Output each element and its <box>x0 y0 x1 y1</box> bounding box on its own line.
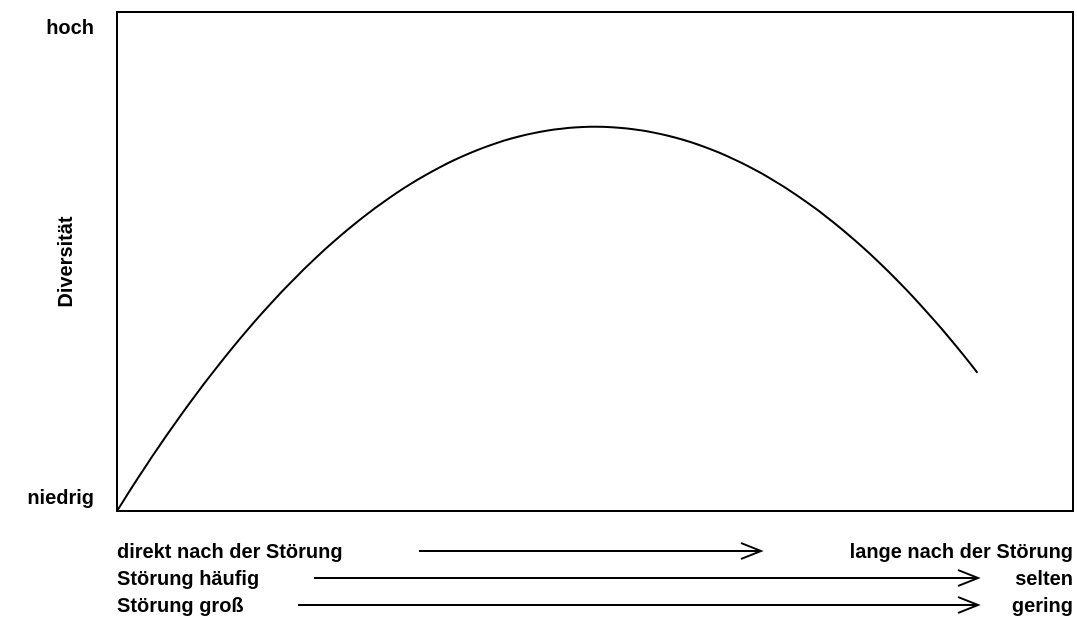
y-axis-bottom-label: niedrig <box>27 487 94 509</box>
plot-frame <box>116 11 1074 512</box>
x-axis-2-arrowhead-icon <box>957 569 981 587</box>
x-axis-1-right-label: lange nach der Störung <box>850 541 1073 563</box>
x-axis-1-arrowhead-icon <box>740 542 764 560</box>
x-axis-3-right-label: gering <box>1012 595 1073 617</box>
y-axis-top-label: hoch <box>46 17 94 39</box>
x-axis-2-right-label: selten <box>1015 568 1073 590</box>
x-axis-3-arrowhead-icon <box>957 596 981 614</box>
diversity-curve <box>116 125 979 512</box>
x-axis-3-left-label: Störung groß <box>117 595 244 617</box>
y-axis-title: Diversität <box>55 216 77 307</box>
x-axis-1-left-label: direkt nach der Störung <box>117 541 343 563</box>
x-axis-2-left-label: Störung häufig <box>117 568 259 590</box>
